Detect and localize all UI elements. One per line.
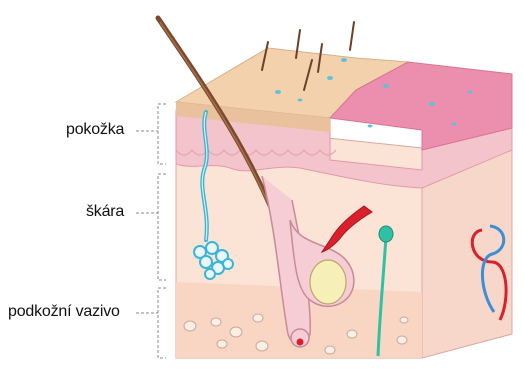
nerve-ending [379, 226, 393, 242]
label-subcutis: podkožní vazivo [8, 303, 120, 321]
bracket-dermis [158, 174, 166, 280]
sebaceous-lobe [310, 260, 346, 304]
layer-brackets [136, 104, 166, 358]
hair-papilla [297, 339, 304, 346]
label-epidermis: pokožka [66, 121, 124, 139]
bracket-epidermis [158, 104, 166, 164]
bracket-subcutis [158, 288, 166, 358]
label-dermis: škára [86, 203, 124, 221]
